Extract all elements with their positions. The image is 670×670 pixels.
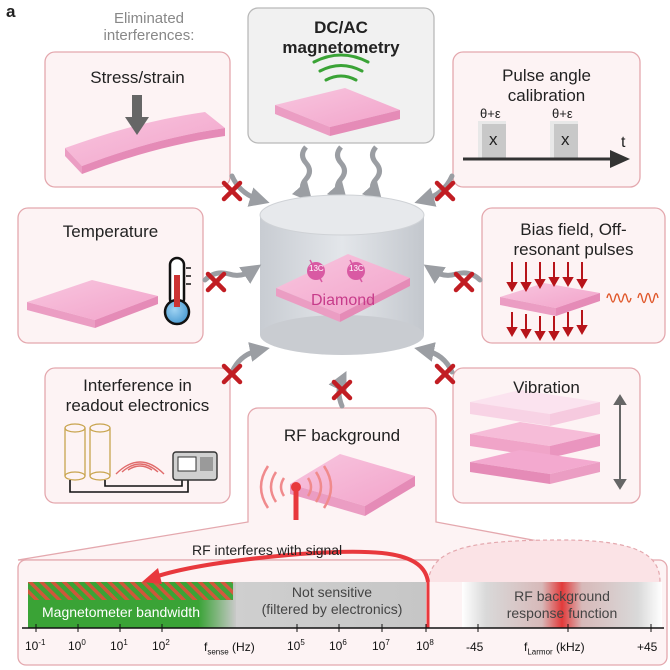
tick-left-0: 10-1 bbox=[25, 638, 46, 653]
offresonant-pulse-icon bbox=[606, 292, 659, 304]
pulse-blocks bbox=[478, 121, 578, 159]
c13-label-2: 13C bbox=[349, 264, 364, 273]
tick-left-5: 106 bbox=[329, 638, 347, 653]
vibration-arrow-icon bbox=[613, 394, 627, 490]
pulse-error-label-1: θ+ε bbox=[480, 106, 501, 121]
dcac-wavy-arrows bbox=[291, 145, 383, 203]
dcac-slab bbox=[275, 88, 400, 136]
stress-slab bbox=[65, 112, 225, 174]
tick-left-3: 102 bbox=[152, 638, 170, 653]
stress-title: Stress/strain bbox=[90, 68, 185, 87]
vibration-slabs bbox=[470, 390, 600, 484]
pulse-x-label-1: x bbox=[489, 130, 498, 149]
tick-left-7: 108 bbox=[416, 638, 434, 653]
thermometer-icon bbox=[163, 256, 191, 326]
temperature-slab bbox=[27, 280, 158, 328]
pulse-error-label-2: θ+ε bbox=[552, 106, 573, 121]
rf-antenna-icon bbox=[259, 465, 333, 520]
panel-letter: a bbox=[6, 2, 16, 21]
tick-left-2: 101 bbox=[110, 638, 128, 653]
bias-title: Bias field, Off- resonant pulses bbox=[513, 220, 634, 259]
c13-spin-icons bbox=[307, 259, 365, 283]
vibration-title: Vibration bbox=[513, 378, 580, 397]
axis-label-fsense: fsense (Hz) bbox=[204, 640, 255, 657]
pulse-title: Pulse angle calibration bbox=[502, 66, 591, 105]
bandwidth-label: Magnetometer bandwidth bbox=[42, 604, 200, 620]
diamond-slab bbox=[276, 254, 410, 322]
instrument-icon bbox=[172, 451, 218, 481]
not-sensitive-band bbox=[236, 582, 426, 628]
tick-left-4: 105 bbox=[287, 638, 305, 653]
eliminated-label: Eliminated interferences: bbox=[103, 10, 195, 44]
tick-right-2: +45 bbox=[637, 640, 658, 654]
not-sensitive-label: Not sensitive (filtered by electronics) bbox=[261, 584, 403, 617]
eliminated-cross-icons bbox=[205, 180, 475, 401]
c13-label-1: 13C bbox=[309, 264, 324, 273]
temperature-title: Temperature bbox=[62, 222, 159, 241]
rf-dashed-envelope bbox=[427, 539, 661, 583]
rf-response-band bbox=[462, 582, 662, 628]
rf-interference-arrow bbox=[151, 549, 430, 583]
interference-waves-icon bbox=[115, 461, 165, 475]
time-axis-label: t bbox=[621, 134, 626, 151]
axis-label-flarmor: fLarmor (kHz) bbox=[524, 640, 585, 657]
time-axis-arrow bbox=[463, 150, 630, 168]
readout-cable bbox=[69, 478, 189, 493]
diamond-label: Diamond bbox=[310, 292, 376, 309]
rf-interferes-label: RF interferes with signal bbox=[192, 542, 343, 558]
rf-interference-arrowhead bbox=[142, 568, 162, 584]
tick-left-1: 100 bbox=[68, 638, 86, 653]
axis-ticks bbox=[35, 624, 652, 632]
rf-title: RF background bbox=[283, 426, 401, 445]
readout-title: Interference in readout electronics bbox=[65, 376, 210, 415]
pressure-arrow-icon bbox=[125, 95, 149, 135]
readout-coils-icon bbox=[64, 423, 111, 481]
bandwidth-hatch bbox=[28, 582, 233, 600]
bias-field-arrows-icon bbox=[506, 262, 588, 342]
tick-right-0: -45 bbox=[466, 640, 484, 654]
dcac-title: DC/AC magnetometry bbox=[282, 18, 400, 57]
field-waves-icon bbox=[312, 53, 370, 82]
pulse-x-label-2: x bbox=[561, 130, 570, 149]
tick-left-6: 107 bbox=[372, 638, 390, 653]
rf-response-label: RF background response function bbox=[506, 588, 618, 621]
